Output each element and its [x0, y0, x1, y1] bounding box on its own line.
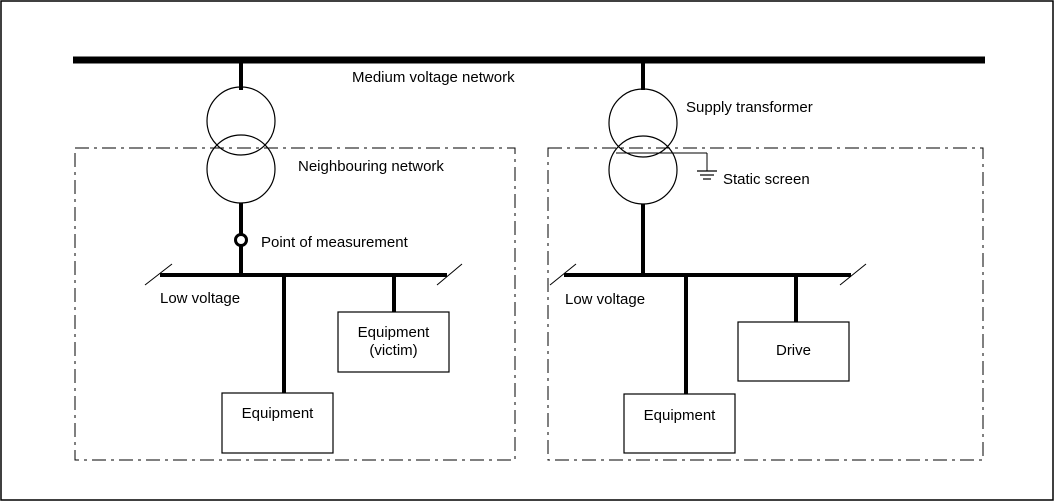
right-equipment-label: Equipment	[644, 407, 717, 424]
left-equipment-box	[221, 392, 334, 454]
low-voltage-right-label: Low voltage	[565, 291, 645, 308]
neighbouring-network-label: Neighbouring network	[298, 158, 444, 175]
left-equipment-label: Equipment	[242, 405, 315, 422]
medium-voltage-network-label: Medium voltage network	[352, 69, 515, 86]
left-bus-continuation-mark	[144, 263, 173, 286]
supply-transformer-label: Supply transformer	[686, 99, 813, 116]
drive-label: Drive	[776, 342, 811, 359]
left-bus-continuation-mark	[436, 263, 463, 286]
neighbouring-network-boundary	[74, 147, 516, 461]
left-transformer-primary-winding	[206, 86, 276, 156]
supply-transformer-primary-winding	[608, 88, 678, 158]
static-screen-label: Static screen	[723, 171, 810, 188]
equipment-victim-label-line2: (victim)	[369, 342, 417, 359]
right-bus-continuation-mark	[839, 263, 867, 286]
own-network-boundary	[547, 147, 984, 461]
earth-icon	[697, 170, 717, 180]
low-voltage-left-label: Low voltage	[160, 290, 240, 307]
point-of-measurement-label: Point of measurement	[261, 234, 409, 251]
left-transformer-secondary-winding	[206, 134, 276, 204]
equipment-victim-box	[337, 311, 450, 373]
measurement-point-marker	[234, 233, 248, 247]
equipment-victim-label-line1: Equipment	[358, 324, 431, 341]
right-equipment-box	[623, 393, 736, 454]
right-bus-continuation-mark	[549, 263, 577, 286]
supply-transformer-secondary-winding	[608, 135, 678, 205]
drive-box	[737, 321, 850, 382]
